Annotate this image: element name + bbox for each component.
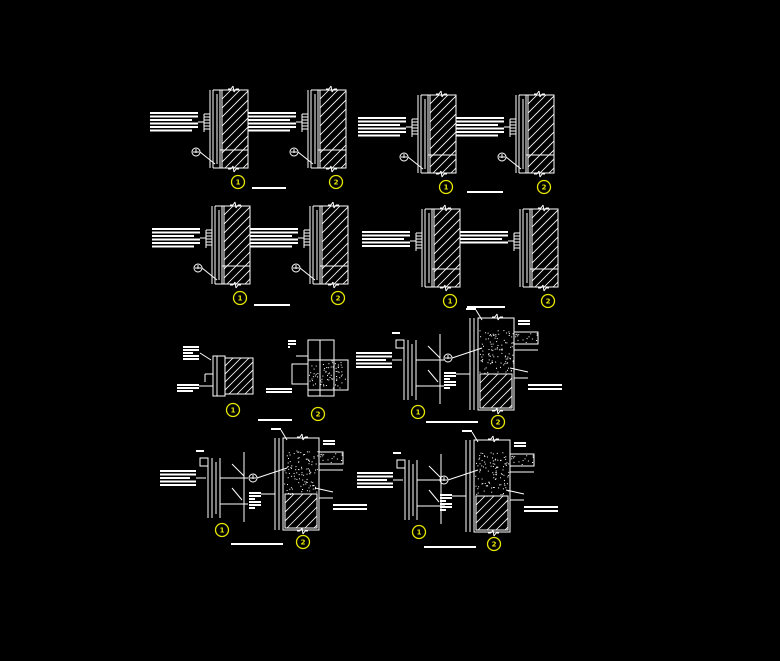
detail-tag-circle — [438, 179, 454, 195]
detail-tag-circle — [411, 524, 427, 540]
detail-tag-number: 1 — [220, 527, 225, 535]
detail-tag-circle — [410, 404, 426, 420]
scale-bar — [252, 187, 286, 189]
detail-tag-circle — [540, 293, 556, 309]
scale-bar — [254, 304, 290, 306]
detail-tag-circle — [214, 522, 230, 538]
detail-tag-number: 2 — [492, 541, 497, 549]
detail-tag-number: 1 — [444, 184, 449, 192]
wall-detail-b1: 1 — [358, 90, 457, 195]
detail-tag-circle — [536, 179, 552, 195]
slab-detail-g2: 2 — [248, 428, 367, 550]
hatch-pattern — [434, 209, 460, 287]
wall-detail-d2: 2 — [460, 204, 559, 309]
hatch-pattern — [430, 95, 456, 173]
scale-bar — [426, 421, 478, 423]
detail-tag-number: 1 — [231, 407, 236, 415]
scale-bar — [467, 306, 505, 308]
corner-detail-e1: 1 — [177, 346, 254, 418]
detail-tag-circle — [330, 290, 346, 306]
detail-tag-number: 1 — [416, 409, 421, 417]
hatch-pattern — [285, 494, 317, 528]
detail-tag-number: 2 — [316, 411, 321, 419]
hatch-pattern — [532, 209, 558, 287]
detail-tag-circle — [230, 174, 246, 190]
wall-detail-c2: 2 — [250, 201, 349, 306]
detail-tag-number: 2 — [496, 419, 501, 427]
slab-detail-f2: 2 — [443, 308, 562, 430]
slab-detail-h2: 2 — [439, 430, 558, 552]
hatch-pattern — [476, 496, 508, 530]
bracket-detail-h1: 1 — [357, 452, 445, 540]
detail-tag-number: 2 — [542, 184, 547, 192]
wall-detail-a1: 1 — [150, 85, 249, 190]
detail-tag-circle — [486, 536, 502, 552]
detail-tag-circle — [225, 402, 241, 418]
hatch-pattern — [322, 206, 348, 284]
detail-tag-circle — [295, 534, 311, 550]
detail-tag-number: 1 — [236, 179, 241, 187]
hatch-pattern — [224, 206, 250, 284]
detail-tag-number: 1 — [417, 529, 422, 537]
detail-tag-circle — [232, 290, 248, 306]
wall-detail-a2: 2 — [248, 85, 347, 190]
hatch-pattern — [222, 90, 248, 168]
hatch-pattern — [528, 95, 554, 173]
hatch-pattern — [320, 90, 346, 168]
detail-tag-circle — [490, 414, 506, 430]
wall-detail-d1: 1 — [362, 204, 461, 309]
detail-tag-number: 1 — [448, 298, 453, 306]
detail-tag-number: 2 — [546, 298, 551, 306]
scale-bar — [231, 543, 283, 545]
wall-detail-c1: 1 — [152, 201, 251, 306]
detail-tag-number: 2 — [301, 539, 306, 547]
detail-tag-circle — [442, 293, 458, 309]
scale-bar — [424, 546, 476, 548]
scale-bar — [467, 191, 503, 193]
hatch-pattern — [225, 358, 253, 394]
wall-detail-b2: 2 — [456, 90, 555, 195]
detail-tag-number: 2 — [336, 295, 341, 303]
detail-tag-number: 2 — [334, 179, 339, 187]
detail-tag-number: 1 — [238, 295, 243, 303]
bracket-detail-g1: 1 — [160, 450, 248, 538]
column-detail-e2: 2 — [266, 339, 349, 422]
hatch-pattern — [480, 374, 512, 408]
bracket-detail-f1: 1 — [356, 332, 444, 420]
detail-tag-circle — [328, 174, 344, 190]
scale-bar — [258, 419, 292, 421]
detail-tag-circle — [310, 406, 326, 422]
